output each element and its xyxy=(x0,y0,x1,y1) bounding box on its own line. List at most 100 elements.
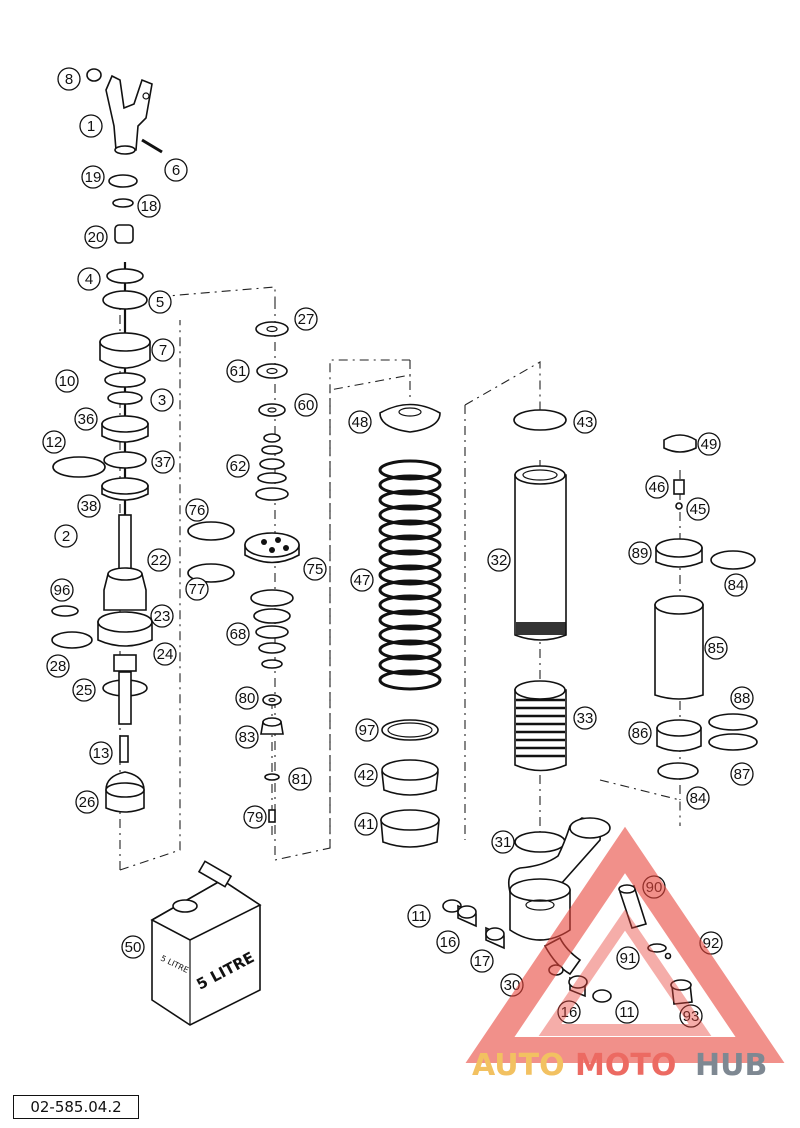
callout-number: 25 xyxy=(76,682,93,699)
callout-number: 36 xyxy=(78,411,95,428)
callout-number: 27 xyxy=(298,311,315,328)
spring-coil xyxy=(378,519,442,541)
callout-number: 13 xyxy=(93,745,110,762)
callout-circle xyxy=(686,786,710,810)
callout-circle xyxy=(436,930,460,954)
callout-circle xyxy=(294,393,318,417)
callout-18: 18 xyxy=(137,194,161,218)
callout-circle xyxy=(235,725,259,749)
callout-number: 61 xyxy=(230,363,247,380)
callout-circle xyxy=(348,410,372,434)
callout-1: 1 xyxy=(79,114,103,138)
callout-83: 83 xyxy=(235,725,259,749)
callout-number: 97 xyxy=(359,722,376,739)
damper-body-group xyxy=(507,409,611,976)
callout-number: 85 xyxy=(708,640,725,657)
callout-number: 23 xyxy=(154,608,171,625)
callout-7: 7 xyxy=(151,338,175,362)
callout-number: 33 xyxy=(577,710,594,727)
callout-labels: 8161918204571033612373822296232824251326… xyxy=(42,67,754,1028)
callout-number: 43 xyxy=(577,414,594,431)
callout-circle xyxy=(50,578,74,602)
callout-75: 75 xyxy=(303,557,327,581)
callout-circle xyxy=(491,830,515,854)
callout-circle xyxy=(573,410,597,434)
callout-number: 86 xyxy=(632,725,649,742)
callout-number: 22 xyxy=(151,552,168,569)
callout-20: 20 xyxy=(84,225,108,249)
callout-circle xyxy=(628,721,652,745)
callout-circle xyxy=(57,67,81,91)
callout-77: 77 xyxy=(185,577,209,601)
callout-3: 3 xyxy=(150,388,174,412)
spring-coil xyxy=(378,489,442,511)
callout-13: 13 xyxy=(89,741,113,765)
callout-circle xyxy=(77,267,101,291)
callout-5: 5 xyxy=(148,290,172,314)
callout-79: 79 xyxy=(243,805,267,829)
callout-number: 1 xyxy=(87,118,95,135)
callout-circle xyxy=(557,1000,581,1024)
callout-number: 91 xyxy=(620,950,637,967)
callout-circle xyxy=(350,568,374,592)
oil-can: 5 LITRE 5 LITRE xyxy=(150,860,262,1026)
callout-number: 42 xyxy=(358,767,375,784)
callout-86: 86 xyxy=(628,721,652,745)
callout-circle xyxy=(75,790,99,814)
callout-number: 48 xyxy=(352,414,369,431)
callout-number: 68 xyxy=(230,626,247,643)
watermark-auto: AUTO xyxy=(472,1048,565,1083)
callout-number: 26 xyxy=(79,794,96,811)
callout-circle xyxy=(470,949,494,973)
lower-bushings xyxy=(442,899,612,1003)
callout-number: 75 xyxy=(307,561,324,578)
callout-80: 80 xyxy=(235,686,259,710)
callout-circle xyxy=(147,548,171,572)
spring-coil xyxy=(378,624,442,646)
callout-number: 37 xyxy=(155,454,172,471)
callout-number: 17 xyxy=(474,953,491,970)
callout-number: 62 xyxy=(230,458,247,475)
callout-circle xyxy=(487,548,511,572)
callout-31: 31 xyxy=(491,830,515,854)
watermark-hub: HUB xyxy=(695,1048,767,1083)
callout-60: 60 xyxy=(294,393,318,417)
callout-circle xyxy=(407,904,431,928)
spring-coil xyxy=(378,579,442,601)
callout-number: 20 xyxy=(88,229,105,246)
callout-circle xyxy=(72,678,96,702)
callout-4: 4 xyxy=(77,267,101,291)
callout-number: 10 xyxy=(59,373,76,390)
callout-68: 68 xyxy=(226,622,250,646)
callout-number: 4 xyxy=(85,271,93,288)
callout-43: 43 xyxy=(573,410,597,434)
callout-2: 2 xyxy=(54,524,78,548)
callout-circle xyxy=(84,225,108,249)
shim-stack-compression xyxy=(187,321,300,583)
callout-circle xyxy=(354,763,378,787)
callout-number: 79 xyxy=(247,809,264,826)
spring-group xyxy=(378,403,442,848)
callout-45: 45 xyxy=(686,497,710,521)
callout-circle xyxy=(164,158,188,182)
callout-28: 28 xyxy=(46,654,70,678)
callout-16: 16 xyxy=(436,930,460,954)
callout-circle xyxy=(679,1004,703,1028)
callout-circle xyxy=(730,762,754,786)
spring-coil xyxy=(378,534,442,556)
callout-81: 81 xyxy=(288,767,312,791)
spring-coil xyxy=(378,609,442,631)
callout-circle xyxy=(697,432,721,456)
callout-number: 92 xyxy=(703,935,720,952)
callout-number: 93 xyxy=(683,1008,700,1025)
callout-number: 89 xyxy=(632,545,649,562)
callout-circle xyxy=(628,541,652,565)
callout-11: 11 xyxy=(615,1000,639,1024)
callout-number: 50 xyxy=(125,939,142,956)
callout-33: 33 xyxy=(573,706,597,730)
callout-circle xyxy=(185,498,209,522)
callout-number: 11 xyxy=(411,908,427,925)
callout-circle xyxy=(185,577,209,601)
spring-coil xyxy=(378,594,442,616)
callout-26: 26 xyxy=(75,790,99,814)
